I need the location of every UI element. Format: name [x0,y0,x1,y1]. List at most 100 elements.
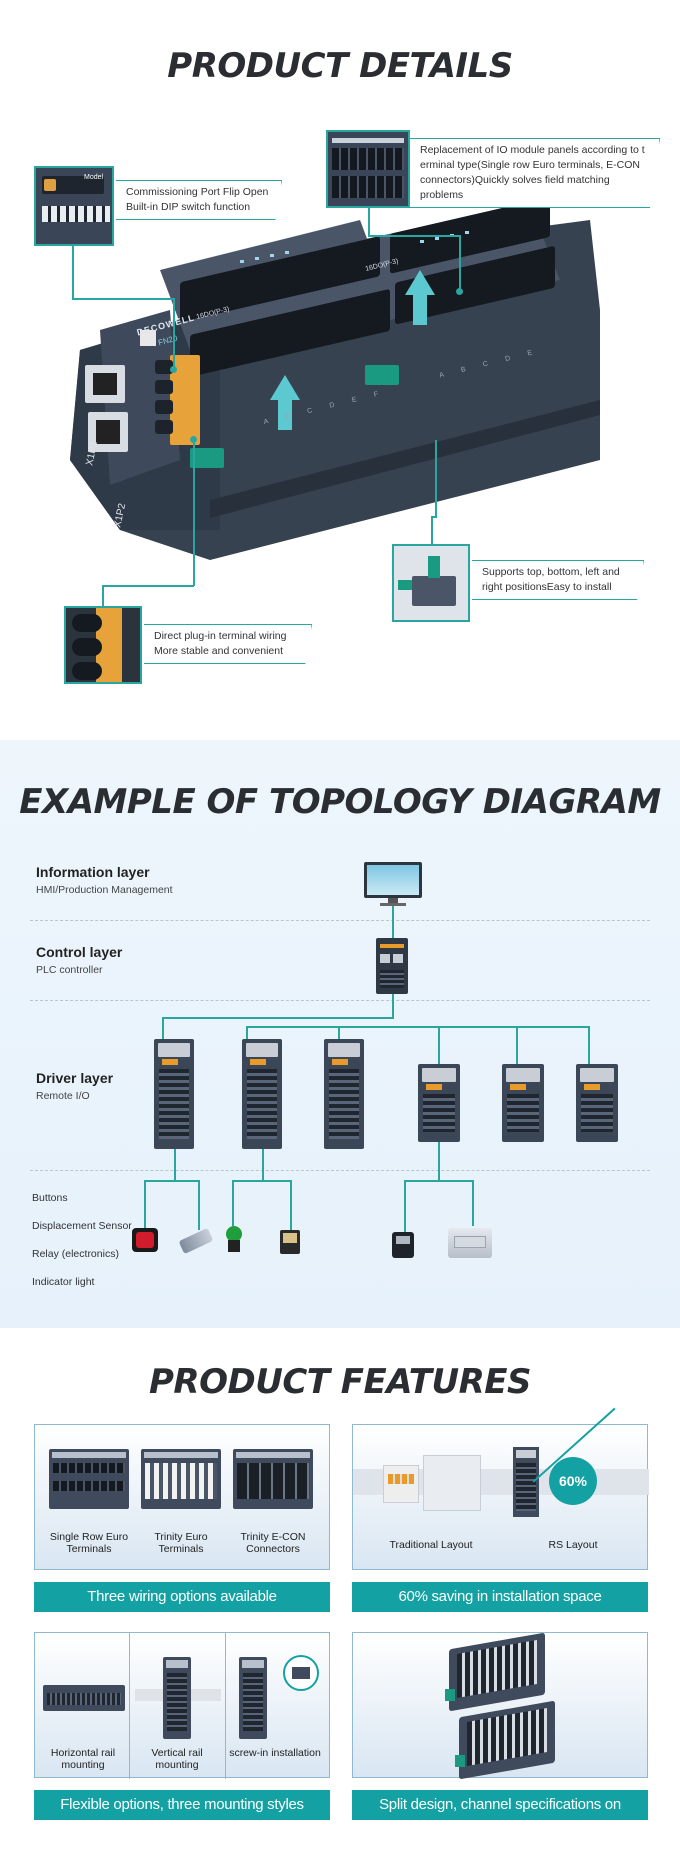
plugin-terminal-thumbnail [64,606,142,684]
displacement-sensor-icon [178,1227,214,1255]
topology-section: EXAMPLE OF TOPOLOGY DIAGRAM Information … [0,740,680,1328]
caption-traditional-layout: Traditional Layout [389,1539,473,1551]
actuator-icon [392,1232,414,1258]
dip-connector-line-v2 [173,298,175,368]
bus-drop-3 [338,1026,340,1039]
mounting-thumbnail [392,544,470,622]
bus-stub-3 [338,1031,340,1032]
layer-divider-3 [30,1170,650,1171]
io-panel-callout: Replacement of IO module panels accordin… [410,138,660,208]
space-saving-panel: 60% Traditional Layout RS Layout [352,1407,649,1570]
bus-left [162,1017,394,1019]
field-label-relay: Relay (electronics) [32,1248,119,1260]
indicator-light-icon [224,1226,244,1252]
wiring-options-panel: Single Row Euro Terminals Trinity Euro T… [34,1424,330,1570]
rs-layout-module [513,1447,539,1517]
field-drop-button [144,1180,146,1228]
horizontal-rail-image [43,1685,125,1711]
dip-connector-line [72,246,74,300]
remote-io-module [154,1039,194,1149]
field-link-3 [438,1142,440,1182]
split-clip-2 [455,1755,465,1767]
field-label-sensor: Displacement Sensor [32,1220,132,1232]
dip-switch-thumbnail: Model [34,166,114,246]
split-clip-1 [445,1689,455,1701]
remote-io-module [576,1064,618,1142]
panel-connector-line [368,208,370,236]
field-drop-relay [290,1180,292,1230]
layer-title-information: Information layer [36,864,150,880]
bus-link-2 [246,1026,338,1028]
traditional-module [423,1455,481,1511]
layer-title-driver: Driver layer [36,1070,114,1086]
mounting-callout: Supports top, bottom, left and right pos… [472,560,644,600]
io-panel-thumbnail [326,130,410,208]
field-drop-actuator [404,1180,406,1232]
product-details-section: PRODUCT DETAILS [0,0,680,740]
mount-connector-line-2 [431,516,433,544]
mount-connector-line-h [431,516,437,518]
caption-screw-in: screw-in installation [229,1747,321,1759]
bus-drop-5 [516,1026,518,1064]
layer-sub-information: HMI/Production Management [36,884,173,896]
plc-controller-icon [376,938,408,994]
dip-connector-line-h [72,298,174,300]
caption-rs-layout: RS Layout [548,1539,598,1551]
plc-bus-drop [392,994,394,1018]
bus-right [338,1026,590,1028]
field-link-1h [144,1180,200,1182]
panel-connector-dot [456,288,463,295]
relay-icon [280,1230,300,1254]
dip-switch-callout: Commissioning Port Flip Open Built-in DI… [116,180,282,220]
field-drop-sensor [198,1180,200,1230]
trinity-econ-connector-image [233,1449,313,1509]
plugin-connector-line-v2 [193,440,195,586]
bus-drop-1 [162,1017,164,1039]
split-design-panel [352,1632,648,1780]
saving-badge [549,1457,597,1505]
layer-title-control: Control layer [36,944,123,960]
split-module-top [449,1632,545,1712]
mounting-styles-banner: Flexible options, three mounting styles [34,1790,330,1820]
screw-in-image [239,1657,267,1739]
product-features-section: PRODUCT FEATURES Single Row Euro Termina… [0,1328,680,1874]
product-details-title: PRODUCT DETAILS [167,46,513,86]
layer-divider-1 [30,920,650,921]
hmi-monitor-icon [364,862,422,906]
caption-horizontal-rail: Horizontal rail mounting [50,1747,116,1771]
thumb-model-label: Model [84,174,104,181]
caption-vertical-rail: Vertical rail mounting [151,1747,203,1771]
bus-drop-4 [438,1026,440,1064]
split-design-banner: Split design, channel specifications on … [352,1790,648,1843]
remote-io-module [324,1039,364,1149]
caption-single-row: Single Row Euro Terminals [49,1531,129,1555]
caption-trinity-econ: Trinity E-CON Connectors [240,1531,306,1555]
trinity-euro-terminal-image [141,1449,221,1509]
split-module-bottom [459,1700,555,1780]
plugin-callout: Direct plug-in terminal wiring More stab… [144,624,312,664]
plugin-connector-line [102,585,104,606]
layer-divider-2 [30,1000,650,1001]
bus-drop-6 [588,1026,590,1064]
vertical-rail-image [163,1657,191,1739]
traditional-terminal-block [383,1465,419,1503]
solenoid-valve-icon [448,1228,492,1258]
single-row-terminal-image [49,1449,129,1509]
saving-percent: 60% [558,1473,588,1489]
mounting-styles-panel: Horizontal rail mounting Vertical rail m… [34,1632,330,1779]
panel-connector-line-h [368,235,460,237]
field-label-buttons: Buttons [32,1192,68,1204]
field-link-2h [232,1180,292,1182]
mount-connector-line [435,440,437,516]
layer-sub-control: PLC controller [36,964,103,976]
dip-connector-dot [170,366,177,373]
plugin-connector-line-h [102,585,194,587]
wiring-options-banner: Three wiring options available [34,1582,330,1612]
space-saving-banner: 60% saving in installation space [352,1582,648,1612]
field-drop-indicator [232,1180,234,1226]
field-link-2 [262,1149,264,1181]
caption-trinity-euro: Trinity Euro Terminals [154,1531,208,1555]
panel-connector-line-v2 [459,235,461,291]
field-link-1 [174,1149,176,1181]
field-link-3h [404,1180,474,1182]
